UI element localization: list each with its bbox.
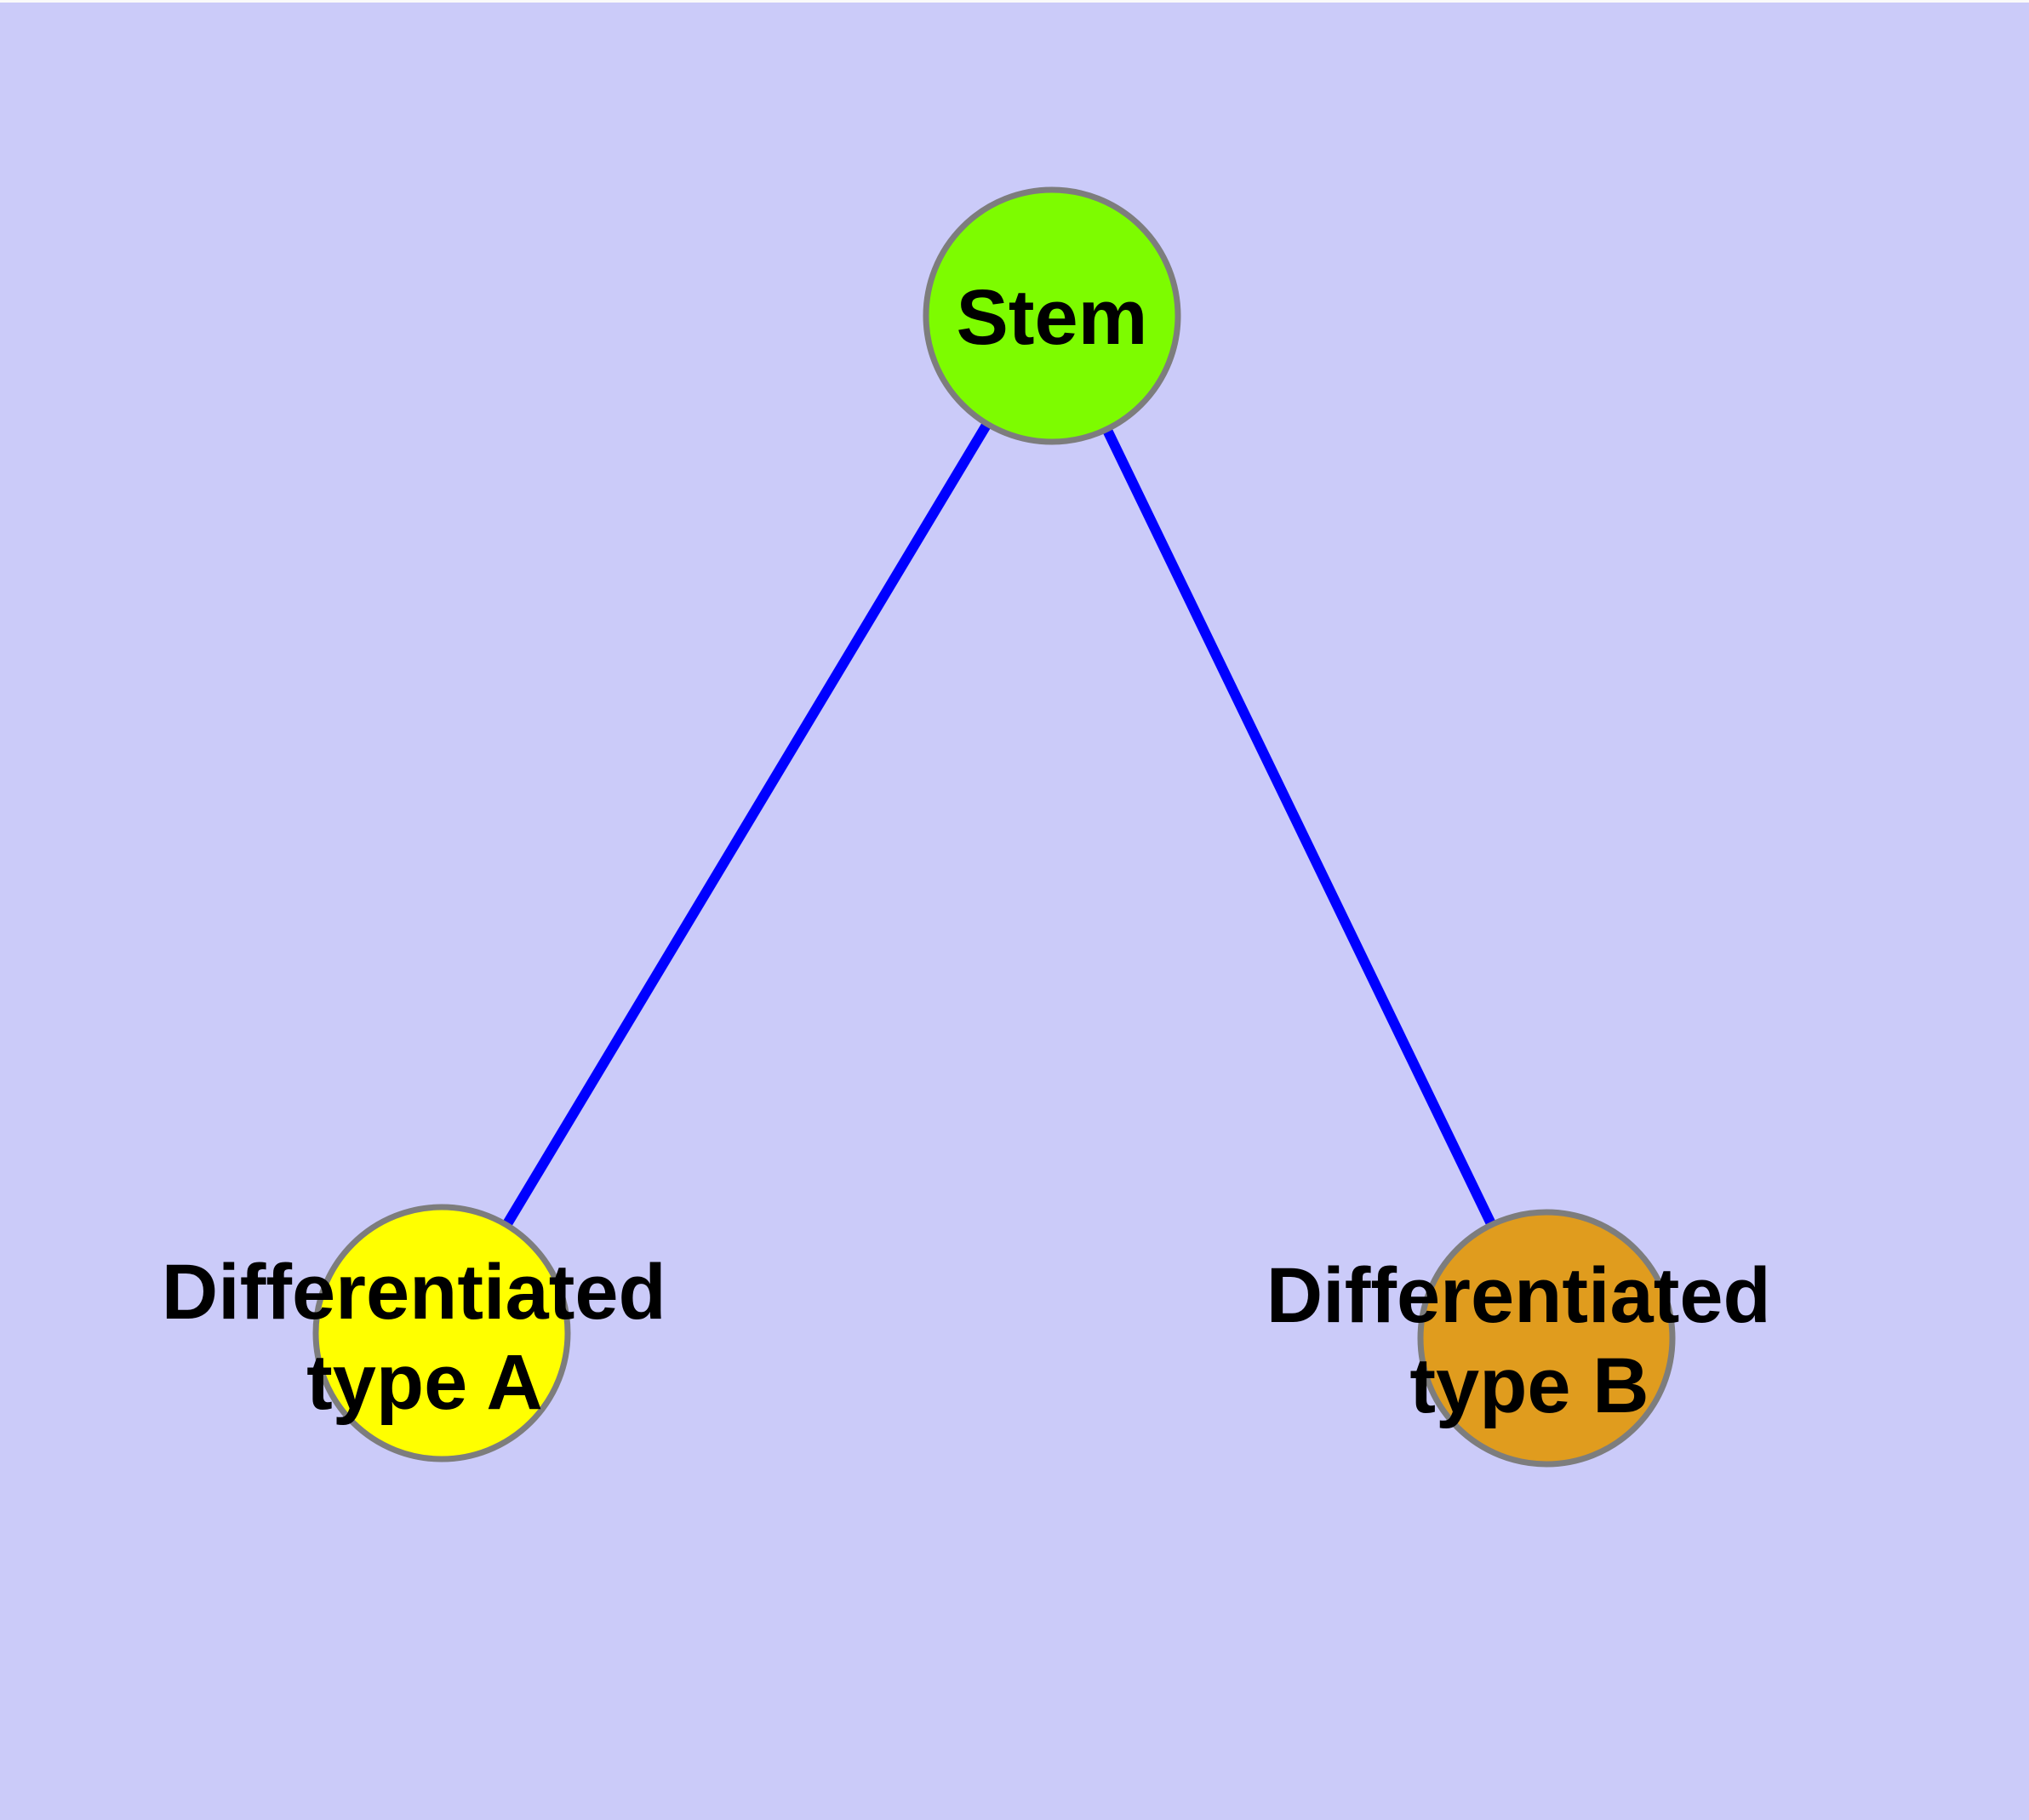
nodes: Stem Differentiated type A Differentiate…	[162, 186, 1793, 1468]
type-b-node-circle	[1417, 1209, 1676, 1468]
edge-stem-to-type-a	[437, 312, 1057, 1336]
node-stem: Stem	[923, 186, 1181, 445]
type-a-node-circle	[312, 1204, 571, 1462]
type-b-label-line-1: Differentiated	[1266, 1252, 1771, 1339]
node-differentiated-type-a: Differentiated type A	[162, 1204, 689, 1462]
top-edge-artifact	[0, 0, 2029, 3]
node-differentiated-type-b: Differentiated type B	[1266, 1209, 1793, 1468]
type-a-label-line-2: type A	[306, 1339, 543, 1426]
type-b-label-line-2: type B	[1409, 1342, 1649, 1429]
type-a-label-line-1: Differentiated	[162, 1249, 666, 1336]
stem-node-label: Stem	[957, 274, 1148, 361]
type-b-node-label: Differentiated type B	[1266, 1252, 1793, 1429]
edge-stem-to-type-b	[1047, 313, 1552, 1341]
type-a-node-label: Differentiated type A	[162, 1249, 689, 1426]
edges	[437, 312, 1552, 1341]
stem-node-circle	[923, 186, 1181, 445]
